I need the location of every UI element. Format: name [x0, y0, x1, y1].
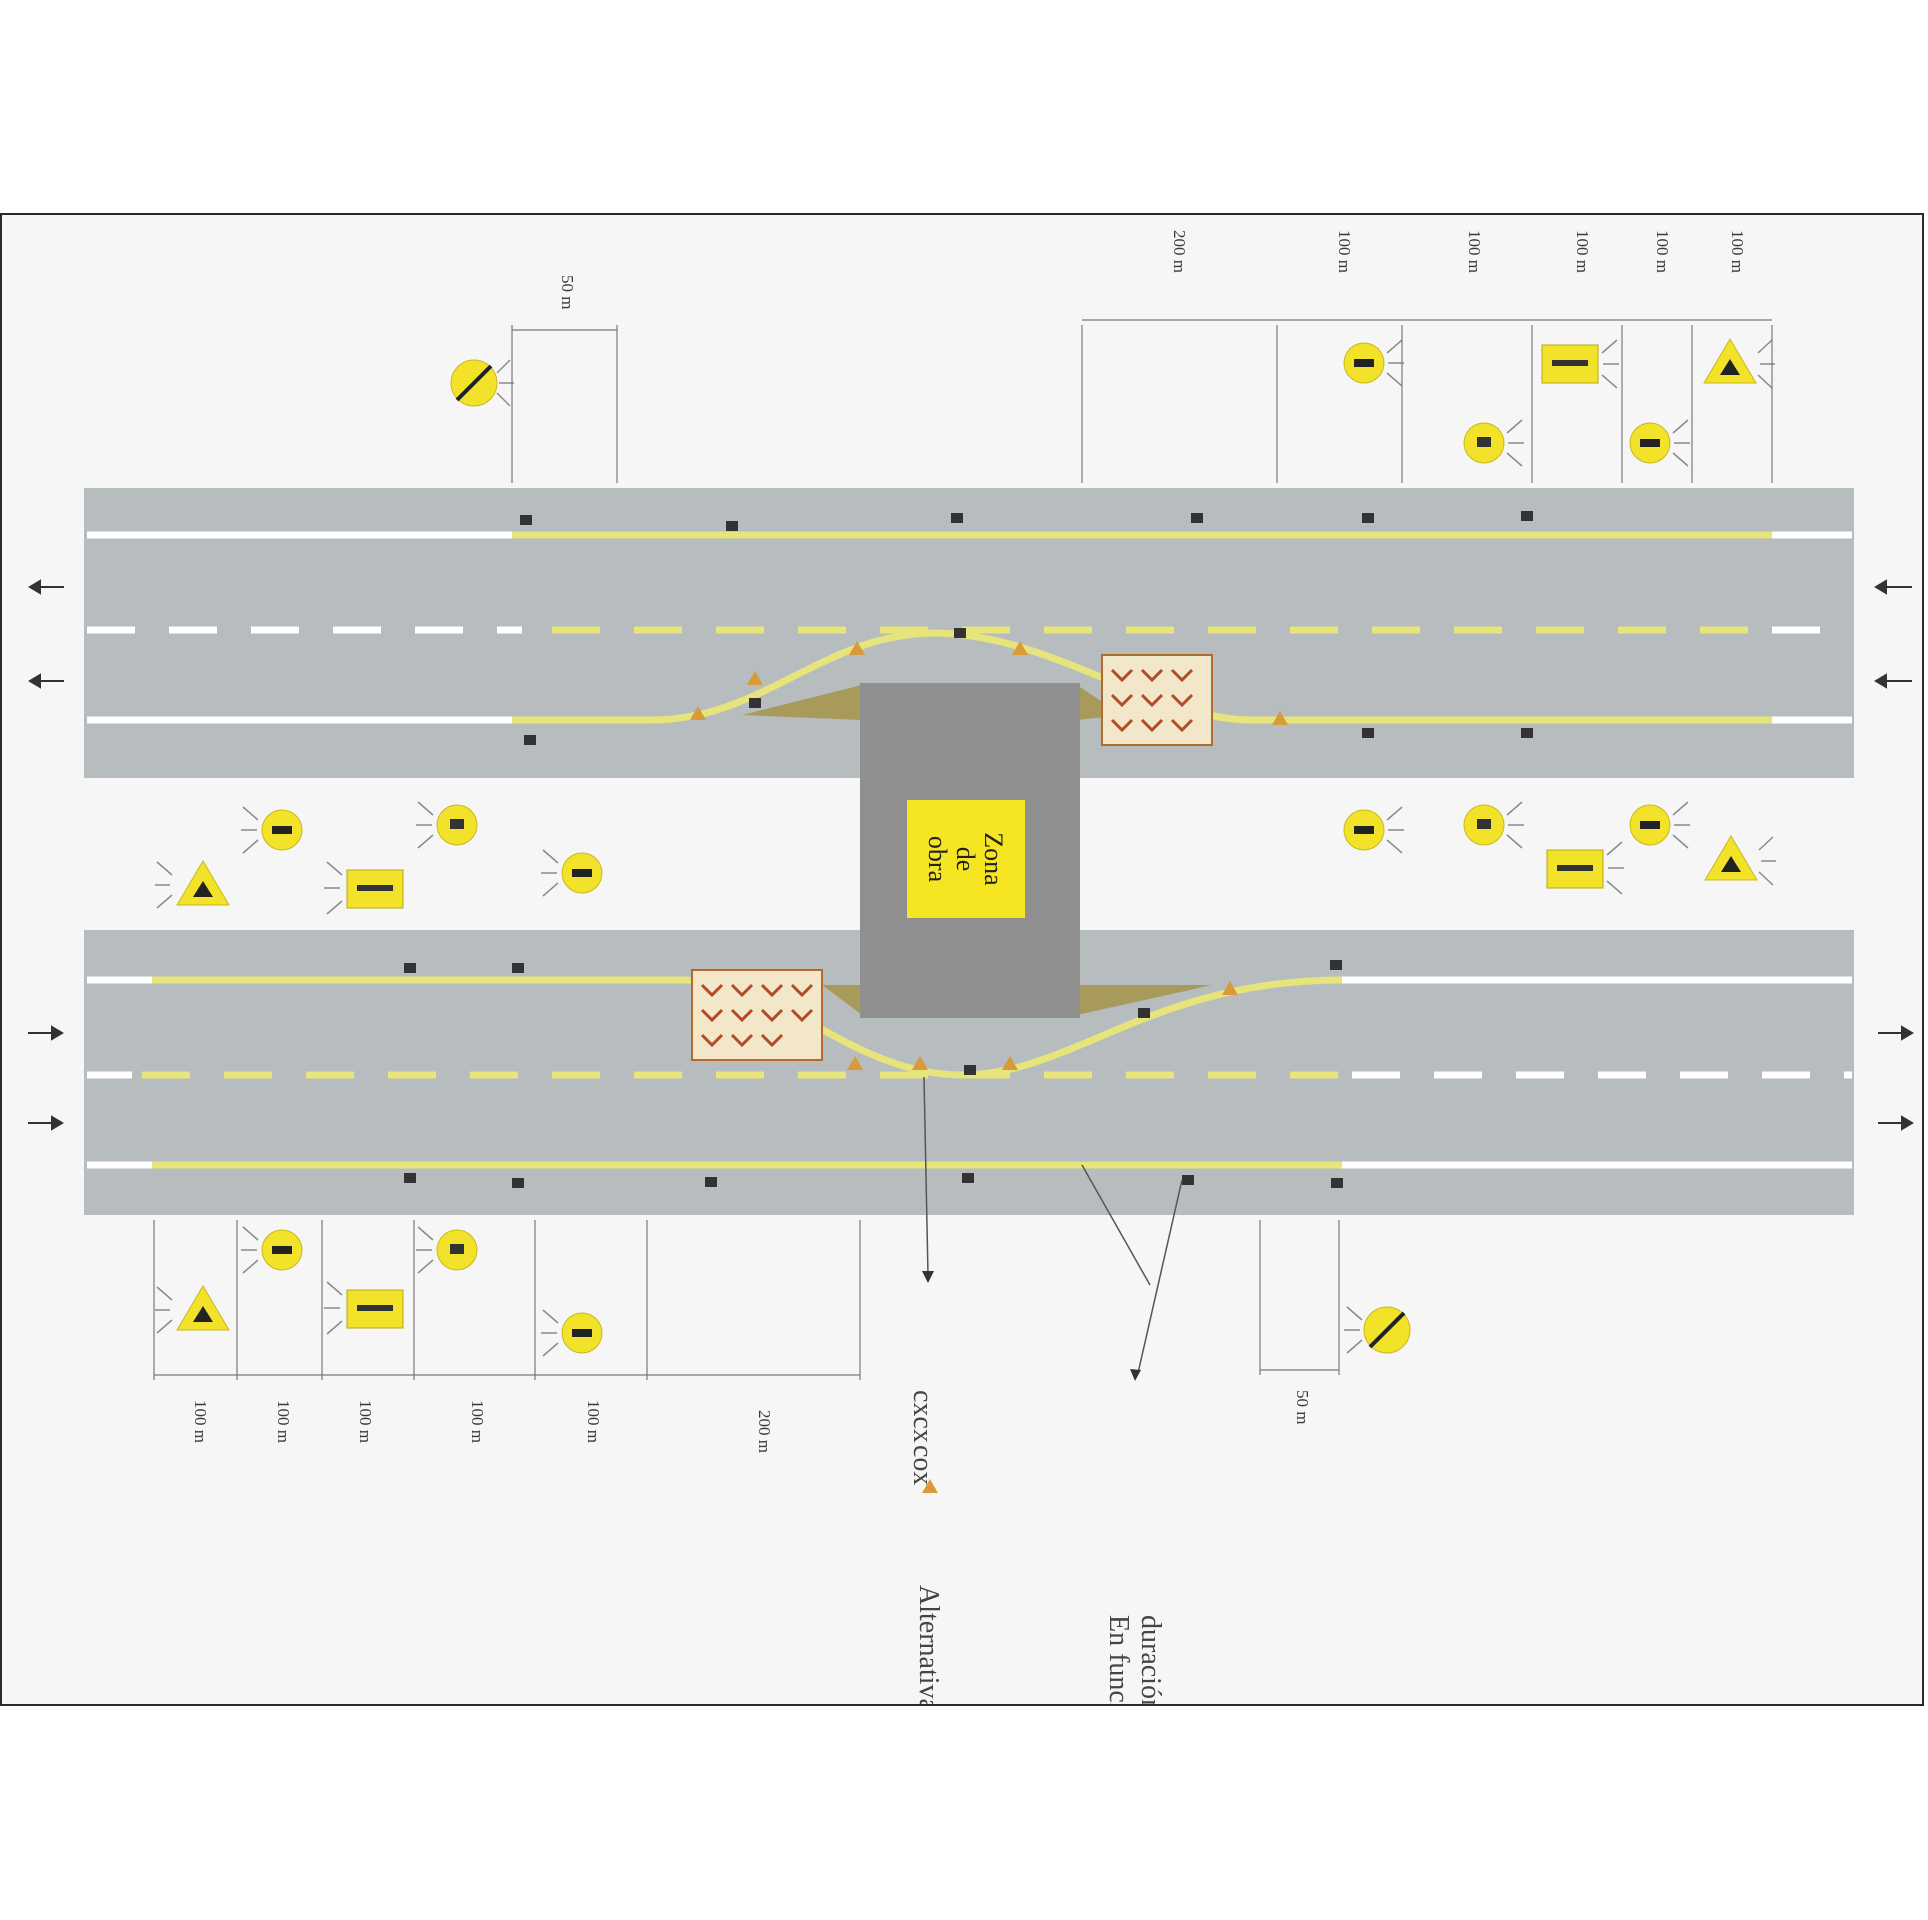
left-arrow-icon — [1874, 579, 1912, 595]
dim-label-bottom-0: 100 m — [191, 1400, 210, 1443]
cone-icon — [1012, 641, 1028, 655]
chevron-panels-lower — [691, 969, 823, 1061]
direction-arrows — [28, 579, 1914, 1131]
no-overtaking-sign — [1463, 801, 1524, 849]
lane-closure-panel-sign — [1541, 339, 1619, 389]
speed-limit-sign — [1629, 801, 1690, 849]
beacon-icon — [404, 1173, 416, 1183]
no-overtaking-sign — [1463, 419, 1524, 467]
dim-label-bottom-3: 100 m — [468, 1400, 487, 1443]
dim-label-bottom-1: 100 m — [274, 1400, 293, 1443]
duration-note-line1: En función de la — [1103, 1615, 1134, 1704]
roadworks-warning-sign — [155, 1285, 230, 1334]
beacon-icon — [524, 735, 536, 745]
beacon-icon — [1330, 960, 1342, 970]
warning-lights — [404, 511, 1533, 1188]
diagram-frame: Zona de obra — [0, 213, 1924, 1706]
no-overtaking-sign — [416, 801, 478, 849]
beacon-icon — [749, 698, 761, 708]
zone-label-2: de — [951, 847, 980, 872]
no-overtaking-sign — [416, 1226, 478, 1274]
right-arrow-icon — [1878, 1025, 1914, 1041]
cone-icon — [747, 671, 763, 685]
left-arrow-icon — [1874, 673, 1912, 689]
annotation-pointers — [922, 1076, 1183, 1381]
beacon-icon — [1191, 513, 1203, 523]
roadworks-warning-sign — [1704, 835, 1776, 886]
zone-label-3: obra — [923, 836, 952, 883]
speed-limit-sign — [1343, 339, 1404, 387]
roadworks-warning-sign — [155, 860, 230, 909]
right-arrow-icon — [28, 1025, 64, 1041]
dim-label-top-1: 200 m — [1170, 230, 1189, 273]
chevron-panels-upper — [1101, 654, 1213, 746]
cone-icon — [922, 1479, 938, 1493]
end-restriction-sign-top — [450, 359, 514, 407]
dim-label-top-4: 100 m — [1573, 230, 1592, 273]
duration-note-line2: duración de la obra — [1135, 1615, 1166, 1704]
beacon-icon — [1362, 513, 1374, 523]
speed-limit-sign — [1343, 806, 1404, 854]
speed-limit-sign — [241, 1226, 303, 1274]
beacon-icon — [962, 1173, 974, 1183]
beacon-icon — [512, 963, 524, 973]
cone-icon — [847, 1056, 863, 1070]
dim-label-bottom-5: 200 m — [755, 1410, 774, 1453]
beacon-icon — [1331, 1178, 1343, 1188]
top-dimension-lines — [511, 319, 1773, 483]
alternative-symbol-1: cxcx — [907, 1390, 938, 1443]
cone-icon — [849, 641, 865, 655]
beacon-icon — [1138, 1008, 1150, 1018]
alternative-symbol-2: cox — [907, 1445, 938, 1485]
zone-label-1: Zona — [979, 832, 1008, 886]
beacon-icon — [705, 1177, 717, 1187]
beacon-icon — [404, 963, 416, 973]
taper-wedge — [742, 685, 862, 720]
work-zone-diagram: Zona de obra — [28, 230, 1914, 1704]
beacon-icon — [726, 521, 738, 531]
beacon-icon — [1362, 728, 1374, 738]
dim-label-top-3: 100 m — [1465, 230, 1484, 273]
left-arrow-icon — [28, 579, 64, 595]
lane-closure-panel-sign — [324, 1281, 404, 1335]
dim-label-top-0: 50 m — [558, 275, 577, 309]
beacon-icon — [1521, 728, 1533, 738]
right-arrow-icon — [28, 1115, 64, 1131]
dim-label-top-2: 100 m — [1335, 230, 1354, 273]
beacon-icon — [964, 1065, 976, 1075]
speed-limit-sign — [241, 806, 303, 854]
alternative-label: Alternativa: — [913, 1585, 944, 1704]
roadworks-warning-sign — [1703, 338, 1775, 389]
work-zone-label-box — [907, 800, 1025, 918]
left-arrow-icon — [28, 673, 64, 689]
taper-wedge — [1077, 985, 1212, 1015]
cone-icon — [912, 1056, 928, 1070]
dim-label-bottom-4: 100 m — [584, 1400, 603, 1443]
beacon-icon — [512, 1178, 524, 1188]
traffic-cones — [690, 641, 1288, 1070]
beacon-icon — [951, 513, 963, 523]
cone-icon — [1002, 1056, 1018, 1070]
cone-icon — [690, 706, 706, 720]
lane-closure-panel-sign — [1546, 841, 1624, 895]
speed-limit-sign — [541, 849, 603, 897]
cone-icon — [1272, 711, 1288, 725]
beacon-icon — [520, 515, 532, 525]
right-arrow-icon — [1878, 1115, 1914, 1131]
speed-limit-sign — [1629, 419, 1690, 467]
dim-label-bottom-2: 100 m — [356, 1400, 375, 1443]
dim-label-top-6: 100 m — [1728, 230, 1747, 273]
lane-closure-panel-sign — [324, 861, 404, 915]
dim-label-bottom-6: 50 m — [1293, 1390, 1312, 1424]
beacon-icon — [954, 628, 966, 638]
end-restriction-sign-bottom — [1344, 1306, 1411, 1354]
beacon-icon — [1521, 511, 1533, 521]
dim-label-top-5: 100 m — [1653, 230, 1672, 273]
cone-icon — [1222, 981, 1238, 995]
beacon-icon — [1182, 1175, 1194, 1185]
bottom-dimension-lines — [153, 1220, 1340, 1380]
speed-limit-sign — [541, 1309, 603, 1357]
taper-wedge — [822, 985, 862, 1015]
